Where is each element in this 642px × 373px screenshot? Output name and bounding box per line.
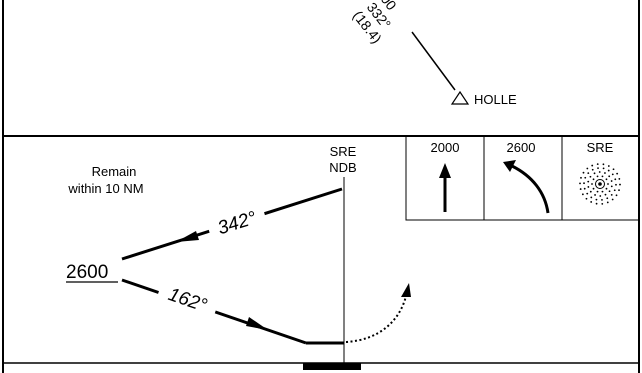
ndb-dot [601,198,603,201]
ndb-ring [595,179,605,189]
ndb-dot [579,188,582,190]
ndb-dot [587,186,590,188]
icon-box-2-label: 2600 [507,140,536,155]
inbound-course: 162° [166,284,210,317]
ndb-dot [615,183,617,186]
ndb-dot [605,178,608,181]
radial-labels: 00 332° (18.4) [350,0,400,46]
ndb-dot [591,164,594,167]
ndb-dot [606,201,609,204]
ndb-dot [602,163,605,166]
ndb-dot [613,189,616,192]
inbound-arrowhead-icon [246,317,268,330]
icon-box-1-label: 2000 [431,140,460,155]
ndb-dot [611,198,614,201]
icon-box-3-label: SRE [587,140,614,155]
ndb-dot [592,178,595,181]
ndb-dot [604,172,606,174]
ndb-dot [590,196,593,199]
ndb-dot [592,187,595,190]
missed-approach-icons: 2000 2600 SRE [405,135,640,221]
straight-climb-arrow-icon [439,163,451,212]
ndb-dot [595,198,598,201]
ndb-symbol-icon [579,163,621,205]
remain-text-line-2: within 10 NM [67,181,143,196]
ndb-dot [585,197,588,200]
ndb-dot [610,180,613,182]
ndb-dot [607,183,609,185]
ndb-dot [582,171,585,174]
ndb-dot [591,183,593,185]
ndb-dot [607,169,610,172]
ndb-dot [597,167,599,170]
runway-threshold-bar [303,363,361,370]
ndb-dot [593,172,596,175]
ndb-dot [602,167,605,170]
ndb-dot [598,171,601,173]
ndb-dot [580,176,582,179]
ndb-dot [610,185,613,188]
ndb-dot [595,202,598,205]
remain-text-line-1: Remain [92,164,137,179]
ndb-dot [618,178,621,180]
ndb-dot [596,175,599,178]
outbound-course: 342° [215,208,259,240]
ndb-dot [610,194,613,196]
ndb-dot [619,183,621,186]
missed-approach-arrowhead-icon [401,283,411,297]
ndb-dot [587,172,590,175]
ndb-dot [583,182,585,185]
ndb-dot [614,178,617,181]
ndb-dot [601,190,604,193]
outbound-arrowhead-icon [176,231,199,242]
missed-approach-dotted-path [345,295,407,343]
ndb-dot [599,195,602,197]
radial-line [411,31,456,91]
station-label-line-2: NDB [329,160,356,175]
icon-box-frame [405,135,640,221]
ndb-center [598,182,602,186]
ndb-dot [606,197,609,200]
ndb-dot [586,192,589,195]
ndb-dot [618,189,620,192]
ndb-dot [591,168,594,171]
fix-name: HOLLE [474,92,517,107]
ndb-dot [583,187,586,190]
outbound-course-mask [206,204,268,242]
ndb-dot [612,168,615,171]
ndb-dot [616,172,619,175]
ndb-dot [581,193,584,196]
ndb-dot [615,194,618,197]
climbing-left-turn-arrow-icon [503,160,550,214]
ndb-dot [604,193,607,196]
ndb-dot [596,163,599,166]
ndb-dot [607,165,610,167]
ndb-dot [596,190,599,193]
ndb-dot [608,190,611,193]
ndb-dot [608,175,611,178]
fix-triangle-icon [450,90,470,105]
ndb-dot [594,194,596,196]
ndb-dot [590,201,593,203]
ndb-dot [586,167,589,170]
plan-view: 00 332° (18.4) HOLLE [350,0,517,107]
ndb-dot [605,187,608,190]
ndb-dot [579,182,581,185]
inbound-course-mask [156,278,220,320]
station-label-line-1: SRE [330,144,357,159]
ndb-dot [589,190,592,193]
ndb-dot [611,173,614,176]
ndb-dot [601,175,604,178]
ndb-dot [584,176,587,179]
ndb-dot [589,175,592,178]
ndb-dot [601,202,604,205]
profile-view: Remain within 10 NM SRE NDB 342° 162° 26… [66,144,411,370]
ndb-dot [587,180,590,183]
altitude-label: 2600 [66,262,108,283]
